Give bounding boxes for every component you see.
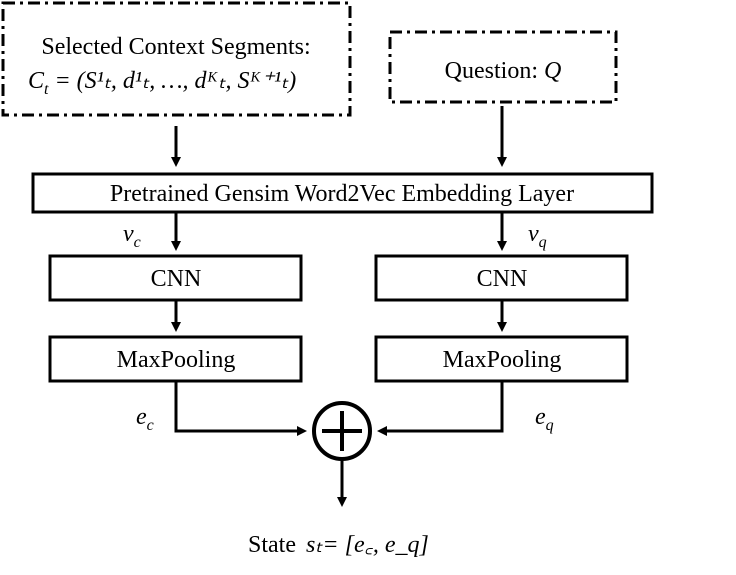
right-maxpooling-label: MaxPooling <box>443 347 562 373</box>
right-cnn-box: CNN <box>374 254 629 302</box>
concat-plus-icon <box>312 401 372 461</box>
left-vector-label: vc <box>123 221 141 251</box>
left-cnn-box: CNN <box>48 254 303 302</box>
embedding-layer-label: Pretrained Gensim Word2Vec Embedding Lay… <box>110 181 574 207</box>
question-box: Question: Q <box>388 30 618 104</box>
left-to-concat-connector <box>174 381 307 436</box>
left-output-label: ec <box>136 404 154 434</box>
left-maxpooling-box: MaxPooling <box>48 335 303 383</box>
right-vector-label: vq <box>528 221 547 251</box>
right-output-label: eq <box>535 404 554 434</box>
left-maxpooling-label: MaxPooling <box>117 347 236 373</box>
embedding-layer-box: Pretrained Gensim Word2Vec Embedding Lay… <box>31 172 654 214</box>
right-cnn-label: CNN <box>477 266 528 292</box>
context-segments-box: Selected Context Segments: Ct= (S¹ₜ, d¹ₜ… <box>1 1 352 117</box>
question-label: Question: Q <box>445 58 562 84</box>
right-to-concat-connector <box>377 381 504 436</box>
context-formula: Ct= (S¹ₜ, d¹ₜ, …, dᴷₜ, Sᴷ⁺¹ₜ) <box>28 68 296 98</box>
right-maxpooling-box: MaxPooling <box>374 335 629 383</box>
context-box-title: Selected Context Segments: <box>41 34 310 60</box>
left-cnn-label: CNN <box>151 266 202 292</box>
